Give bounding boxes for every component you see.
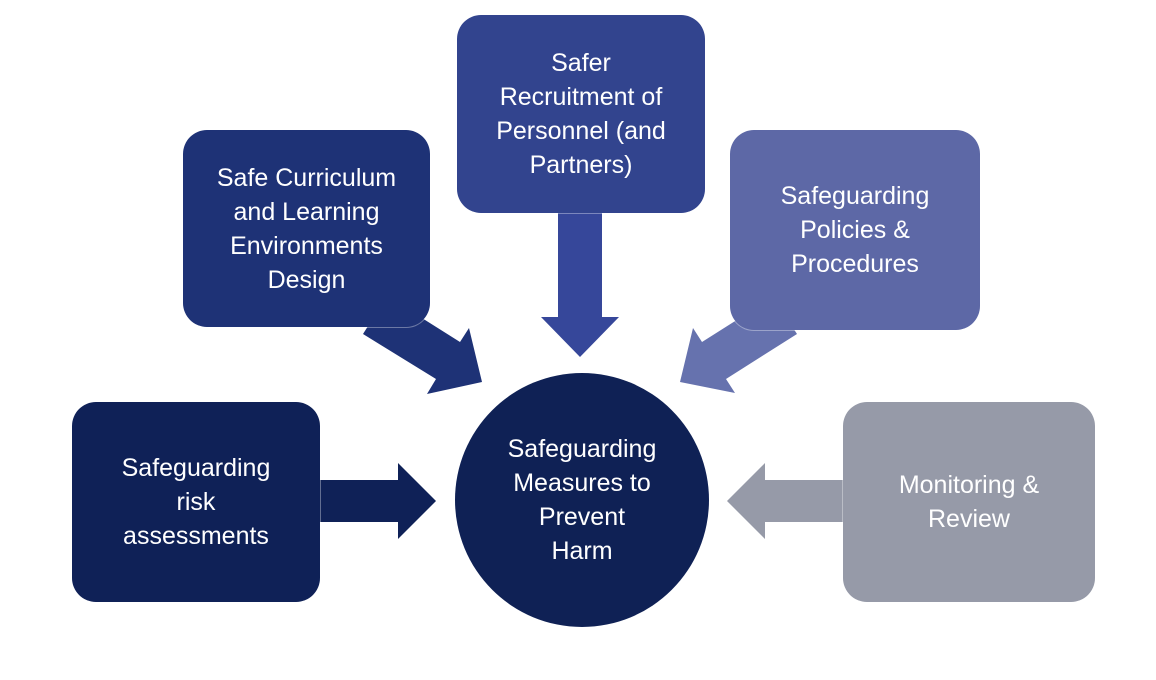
node-safer-recruitment: Safer Recruitment of Personnel (and Part… (457, 15, 705, 213)
center-label-line: Prevent (538, 503, 626, 531)
node-label-line: Safeguarding (121, 454, 271, 482)
node-label-line: Safeguarding (780, 182, 930, 210)
node-label-line: Recruitment of (499, 83, 663, 111)
center-label-line: Safeguarding (507, 435, 657, 463)
node-label-line: Partners) (529, 151, 633, 179)
node-label-line: Design (267, 265, 346, 294)
node-label-line: Safe Curriculum (216, 163, 397, 192)
node-label-line: Monitoring & (898, 471, 1040, 499)
node-label-line: Review (928, 505, 1010, 533)
arrow-monitoring-review-to-center (727, 463, 848, 539)
node-label-line: Environments (230, 231, 383, 260)
node-safeguarding-policies: Safeguarding Policies & Procedures (730, 130, 980, 330)
arrow-risk-assessments-to-center (315, 463, 436, 539)
node-label-line: Personnel (and (496, 117, 666, 145)
center-node-safeguarding-measures: Safeguarding Measures to Prevent Harm (455, 373, 709, 627)
node-label-line: risk (176, 488, 216, 516)
node-risk-assessments: Safeguarding risk assessments (72, 402, 320, 602)
center-label-line: Measures to (513, 469, 651, 497)
node-safe-curriculum: Safe Curriculum and Learning Environment… (183, 130, 430, 327)
node-label-line: Policies & (800, 216, 910, 244)
node-label-line: and Learning (233, 197, 380, 226)
center-label-line: Harm (551, 537, 613, 565)
node-label-line: assessments (123, 522, 269, 550)
node-monitoring-review: Monitoring & Review (843, 402, 1095, 602)
arrow-safer-recruitment-to-center (541, 213, 619, 357)
node-label-line: Safer (551, 49, 611, 77)
node-label-line: Procedures (791, 250, 919, 278)
